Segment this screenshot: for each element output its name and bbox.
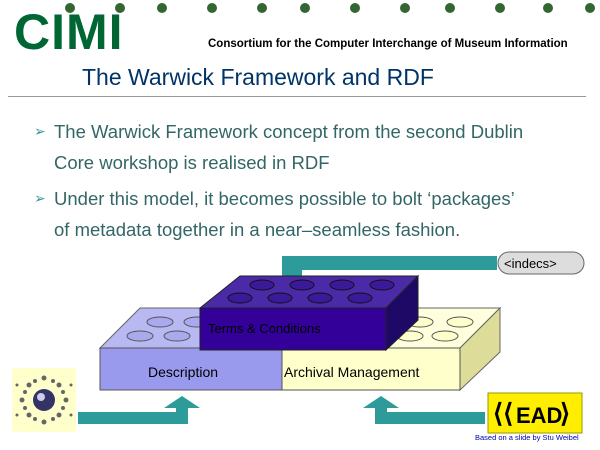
bullet-2-line-2: of metadata together in a near–seamless …	[54, 219, 461, 240]
header-dot	[115, 3, 125, 13]
sphere-logo	[12, 368, 76, 432]
bullet-arrow-icon: ➢	[34, 123, 46, 139]
bullet-1-line-2: Core workshop is realised in RDF	[54, 152, 330, 173]
header-dot	[495, 3, 505, 13]
header-dot	[257, 3, 267, 13]
stud	[431, 330, 459, 342]
stud	[347, 292, 373, 304]
header-dot	[350, 3, 360, 13]
terms-block	[198, 274, 420, 352]
header-dot	[445, 3, 455, 13]
description-label: Description	[148, 364, 218, 380]
indecs-logo-text: <indecs>	[504, 256, 557, 271]
header-dot	[585, 3, 595, 13]
stud	[126, 330, 154, 342]
header-dot	[157, 3, 167, 13]
header-dot	[400, 3, 410, 13]
ead-left-bracket: ⟨⟨	[493, 398, 513, 428]
header-dot	[65, 3, 75, 13]
stud	[329, 279, 355, 291]
right-arrow-icon	[363, 396, 485, 424]
ead-logo: ⟨⟨ EAD ⟩	[487, 392, 583, 434]
title-divider	[8, 96, 586, 97]
header-dot	[543, 3, 553, 13]
header-dots	[65, 3, 595, 13]
header-dot	[207, 3, 217, 13]
framework-diagram: Terms & Conditions Description Archival …	[12, 251, 585, 434]
stud	[369, 279, 395, 291]
consortium-name: Consortium for the Computer Interchange …	[208, 38, 568, 50]
bullet-1: ➢ The Warwick Framework concept from the…	[34, 116, 594, 178]
stud	[289, 279, 315, 291]
slide-title: The Warwick Framework and RDF	[82, 64, 434, 90]
bullet-2: ➢ Under this model, it becomes possible …	[34, 183, 594, 245]
left-arrow-icon	[78, 396, 200, 424]
indecs-logo: <indecs>	[497, 251, 585, 275]
bullet-arrow-icon: ➢	[34, 190, 46, 206]
ead-logo-text: EAD	[516, 403, 562, 428]
header-dot	[300, 3, 310, 13]
stud	[146, 316, 174, 328]
stud	[163, 330, 191, 342]
stud	[307, 292, 333, 304]
bullet-1-line-1: The Warwick Framework concept from the s…	[54, 121, 524, 142]
archival-label: Archival Management	[284, 364, 420, 380]
bullet-2-line-1: Under this model, it becomes possible to…	[54, 188, 515, 209]
ead-right-bracket: ⟩	[560, 398, 570, 428]
cimi-logo: CIMI	[14, 4, 124, 60]
stud	[227, 292, 253, 304]
stud	[446, 316, 474, 328]
stud	[267, 292, 293, 304]
slide-credit: Based on a slide by Stu Weibel	[475, 433, 579, 442]
terms-label: Terms & Conditions	[208, 321, 321, 336]
stud	[249, 279, 275, 291]
